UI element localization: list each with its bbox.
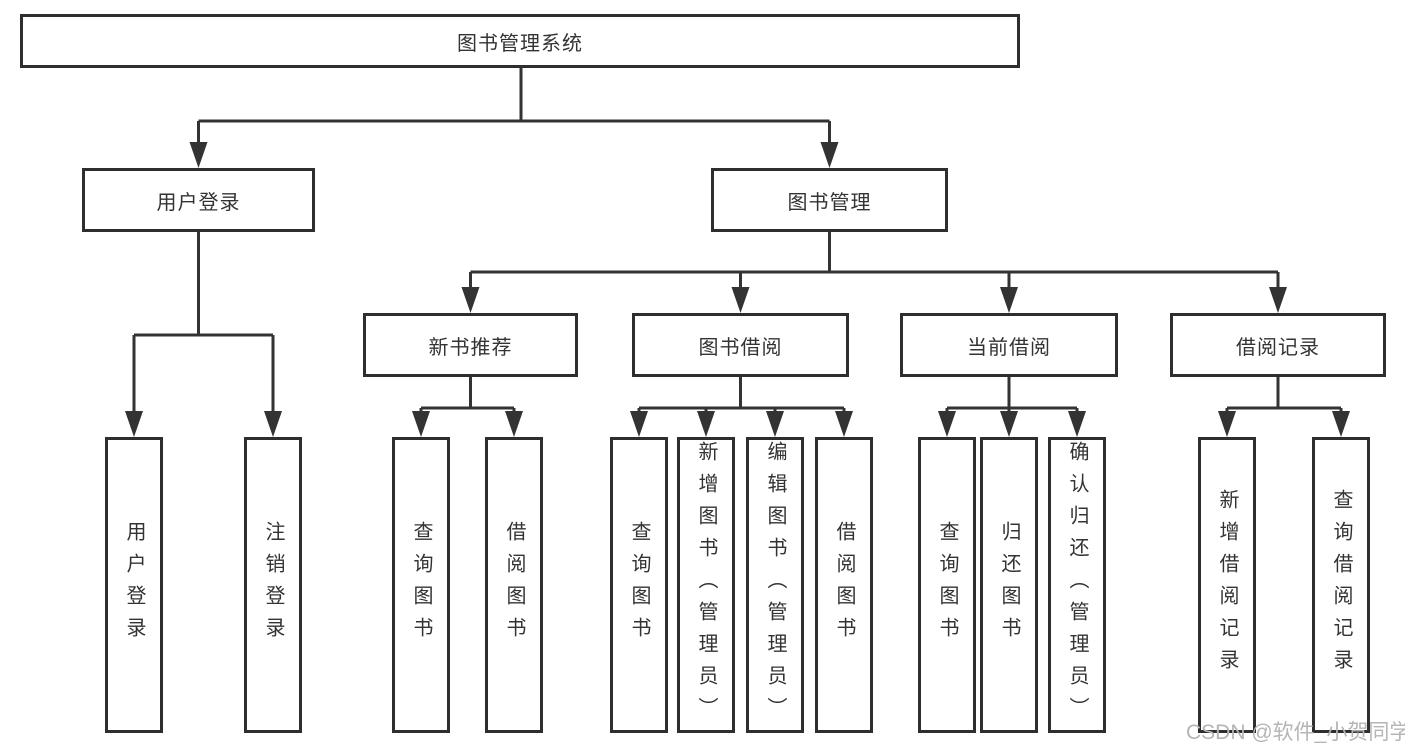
leaf-label: 查询借阅记录: [1330, 489, 1352, 681]
node-user-login: 用户登录: [82, 168, 315, 232]
leaf-query-books: 查询图书: [392, 437, 450, 733]
leaf-query-books: 查询图书: [918, 437, 976, 733]
leaf-label: 新增图书（管理员）: [695, 441, 717, 729]
node-label: 图书管理系统: [457, 32, 583, 55]
leaf-edit-books-admin: 编辑图书（管理员）: [746, 437, 804, 733]
leaf-add-books-admin: 新增图书（管理员）: [677, 437, 735, 733]
node-book-management: 图书管理: [711, 168, 948, 232]
connector-borrow-records: [1225, 377, 1343, 415]
leaf-label: 借阅图书: [833, 521, 855, 649]
node-label: 图书管理: [787, 191, 872, 214]
leaf-return-books: 归还图书: [980, 437, 1038, 733]
leaf-user-login: 用户登录: [105, 437, 163, 733]
node-label: 借阅记录: [1236, 336, 1320, 359]
connector-book-borrow: [637, 377, 846, 415]
connector-new-book-recommend: [419, 377, 516, 415]
leaf-label: 用户登录: [123, 521, 145, 649]
leaf-add-borrow-record: 新增借阅记录: [1198, 437, 1256, 733]
leaf-logout-login: 注销登录: [244, 437, 302, 733]
leaf-label: 新增借阅记录: [1216, 489, 1238, 681]
leaf-label: 归还图书: [998, 521, 1020, 649]
leaf-label: 查询图书: [410, 521, 432, 649]
leaf-query-books: 查询图书: [610, 437, 668, 733]
leaf-label: 注销登录: [262, 521, 284, 649]
node-label: 用户登录: [156, 191, 241, 214]
leaf-label: 编辑图书（管理员）: [764, 441, 786, 729]
leaf-label: 借阅图书: [503, 521, 525, 649]
node-current-borrow: 当前借阅: [900, 313, 1118, 377]
leaf-label: 查询图书: [628, 521, 650, 649]
csdn-watermark: CSDN @软件_小贺同学: [1186, 721, 1405, 744]
leaf-confirm-return-admin: 确认归还（管理员）: [1048, 437, 1106, 733]
connector-current-borrow: [945, 377, 1079, 415]
leaf-label: 确认归还（管理员）: [1066, 441, 1088, 729]
connector-root: [197, 68, 831, 146]
node-label: 图书借阅: [698, 336, 783, 359]
leaf-borrow-books: 借阅图书: [485, 437, 543, 733]
leaf-query-borrow-record: 查询借阅记录: [1312, 437, 1370, 733]
leaf-borrow-books: 借阅图书: [815, 437, 873, 733]
node-label: 当前借阅: [967, 336, 1051, 359]
node-book-borrow: 图书借阅: [632, 313, 849, 377]
connector-book-management: [469, 232, 1280, 291]
node-borrow-records: 借阅记录: [1170, 313, 1386, 377]
node-label: 新书推荐: [428, 336, 513, 359]
node-new-book-recommend: 新书推荐: [363, 313, 578, 377]
arrowheads: [125, 142, 1350, 437]
node-library-management-system: 图书管理系统: [20, 14, 1020, 68]
leaf-label: 查询图书: [936, 521, 958, 649]
connector-user-login: [132, 232, 275, 415]
